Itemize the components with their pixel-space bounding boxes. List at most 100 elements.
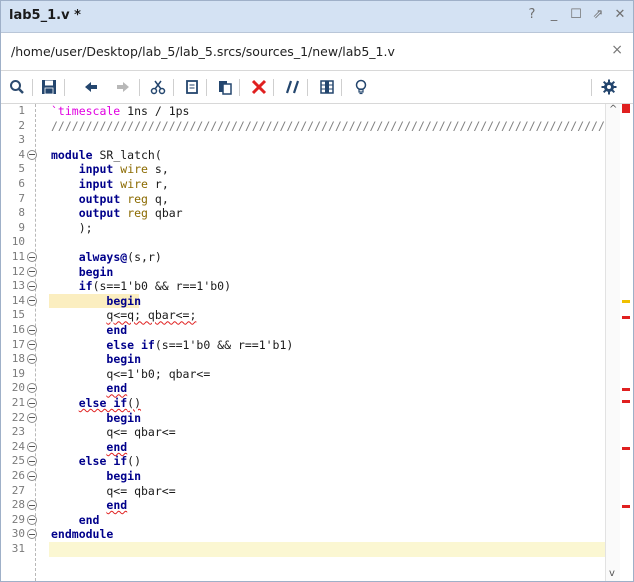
code-text[interactable]: begin [106, 469, 142, 483]
minimize-icon[interactable]: _ [550, 7, 558, 22]
code-line[interactable]: 9 ); [1, 221, 605, 236]
save-icon[interactable] [39, 77, 59, 97]
undo-icon[interactable] [81, 77, 101, 97]
code-line[interactable]: 28 end [1, 498, 605, 513]
fold-toggle-icon[interactable] [27, 529, 37, 540]
code-line[interactable]: 15 q<=q; qbar<=; [1, 308, 605, 323]
delete-icon[interactable] [249, 77, 269, 97]
code-text[interactable]: input wire r, [78, 177, 169, 191]
search-icon[interactable] [7, 77, 27, 97]
redo-icon[interactable] [113, 77, 133, 97]
maximize-icon[interactable]: ☐ [570, 7, 582, 22]
code-line[interactable]: 27 q<= qbar<= [1, 484, 605, 499]
code-text[interactable]: end [78, 512, 100, 527]
fold-toggle-icon[interactable] [27, 398, 37, 408]
code-text[interactable]: q<= qbar<= [51, 425, 176, 440]
code-line[interactable]: 26 begin [1, 469, 605, 484]
fold-toggle-icon[interactable] [27, 500, 37, 511]
code-line[interactable]: 12 begin [1, 265, 605, 280]
code-text[interactable]: ); [51, 220, 93, 235]
code-text[interactable]: end [106, 439, 128, 454]
code-line[interactable]: 13 if(s==1'b0 && r==1'b0) [1, 279, 605, 294]
code-text[interactable]: else if(s==1'b0 && r==1'b1) [106, 337, 294, 352]
error-marker[interactable] [622, 388, 630, 391]
code-text[interactable]: endmodule [51, 527, 114, 542]
error-marker[interactable] [622, 400, 630, 403]
fold-toggle-icon[interactable] [27, 252, 37, 262]
scroll-down-icon[interactable]: v [609, 568, 615, 579]
code-text[interactable]: begin [78, 264, 114, 279]
fold-toggle-icon[interactable] [27, 339, 37, 350]
fold-toggle-icon[interactable] [27, 325, 37, 335]
code-text[interactable]: output reg q, [78, 191, 169, 206]
fold-toggle-icon[interactable] [27, 412, 37, 423]
code-text[interactable]: q<=q; qbar<=; [106, 308, 197, 323]
error-marker[interactable] [622, 505, 630, 508]
code-line[interactable]: 23 q<= qbar<= [1, 425, 605, 440]
code-text[interactable]: end [106, 381, 128, 396]
scroll-up-icon[interactable]: ^ [609, 104, 618, 115]
code-line[interactable]: 22 begin [1, 411, 605, 426]
fold-toggle-icon[interactable] [27, 354, 37, 365]
code-line[interactable]: 29 end [1, 513, 605, 528]
code-line[interactable]: 6 input wire r, [1, 177, 605, 192]
fold-toggle-icon[interactable] [27, 266, 37, 277]
code-line[interactable]: 20 end [1, 381, 605, 396]
help-icon[interactable]: ? [528, 7, 536, 22]
copy-icon[interactable] [182, 77, 202, 97]
code-line[interactable]: 1`timescale 1ns / 1ps [1, 104, 605, 119]
close-file-icon[interactable]: × [611, 42, 623, 58]
columns-icon[interactable] [317, 77, 337, 97]
error-marker[interactable] [622, 447, 630, 450]
code-text[interactable]: `timescale 1ns / 1ps [51, 104, 190, 118]
code-line[interactable]: 10 [1, 235, 605, 250]
comment-icon[interactable] [283, 77, 303, 97]
code-text[interactable]: q<=1'b0; qbar<= [51, 366, 211, 381]
code-text[interactable]: if(s==1'b0 && r==1'b0) [78, 279, 232, 294]
code-text[interactable]: begin [106, 352, 142, 367]
code-text[interactable]: else if() [78, 454, 142, 469]
code-text[interactable]: input wire s, [78, 162, 169, 177]
error-marker[interactable] [622, 316, 630, 319]
code-text[interactable]: always@(s,r) [78, 250, 162, 264]
code-text[interactable]: else if() [78, 396, 142, 410]
code-line[interactable]: 5 input wire s, [1, 162, 605, 177]
vertical-scrollbar[interactable]: ^ v [605, 104, 620, 581]
fold-toggle-icon[interactable] [27, 383, 37, 394]
code-line[interactable]: 17 else if(s==1'b0 && r==1'b1) [1, 338, 605, 353]
code-line[interactable]: 3 [1, 133, 605, 148]
close-icon[interactable]: ✕ [614, 7, 626, 22]
code-line[interactable]: 14 begin [1, 293, 605, 309]
code-line[interactable]: 18 begin [1, 352, 605, 367]
code-line[interactable]: 24 end [1, 440, 605, 455]
code-line[interactable]: 19 q<=1'b0; qbar<= [1, 367, 605, 382]
code-line[interactable]: 8 output reg qbar [1, 206, 605, 221]
code-text[interactable]: end [106, 498, 128, 513]
code-text[interactable]: q<= qbar<= [51, 483, 176, 498]
warning-marker[interactable] [622, 300, 630, 303]
settings-icon[interactable] [599, 77, 619, 97]
fold-toggle-icon[interactable] [27, 456, 37, 467]
paste-icon[interactable] [215, 77, 235, 97]
code-line[interactable]: 7 output reg q, [1, 192, 605, 207]
fold-toggle-icon[interactable] [27, 441, 37, 452]
code-line[interactable]: 31 [1, 542, 605, 557]
code-line[interactable]: 11 always@(s,r) [1, 250, 605, 265]
fold-toggle-icon[interactable] [27, 514, 37, 525]
fold-toggle-icon[interactable] [27, 281, 37, 292]
code-text[interactable]: output reg qbar [78, 206, 183, 221]
lightbulb-icon[interactable] [351, 77, 371, 97]
code-text[interactable]: begin [106, 293, 142, 308]
code-line[interactable]: 16 end [1, 323, 605, 338]
fold-toggle-icon[interactable] [27, 295, 37, 306]
cut-icon[interactable] [148, 77, 168, 97]
error-summary-marker[interactable] [622, 104, 630, 113]
fold-toggle-icon[interactable] [27, 149, 37, 160]
code-line[interactable]: 25 else if() [1, 454, 605, 469]
code-text[interactable]: ////////////////////////////////////////… [51, 118, 619, 133]
code-line[interactable]: 21 else if() [1, 396, 605, 411]
code-text[interactable]: module SR_latch( [51, 147, 162, 162]
